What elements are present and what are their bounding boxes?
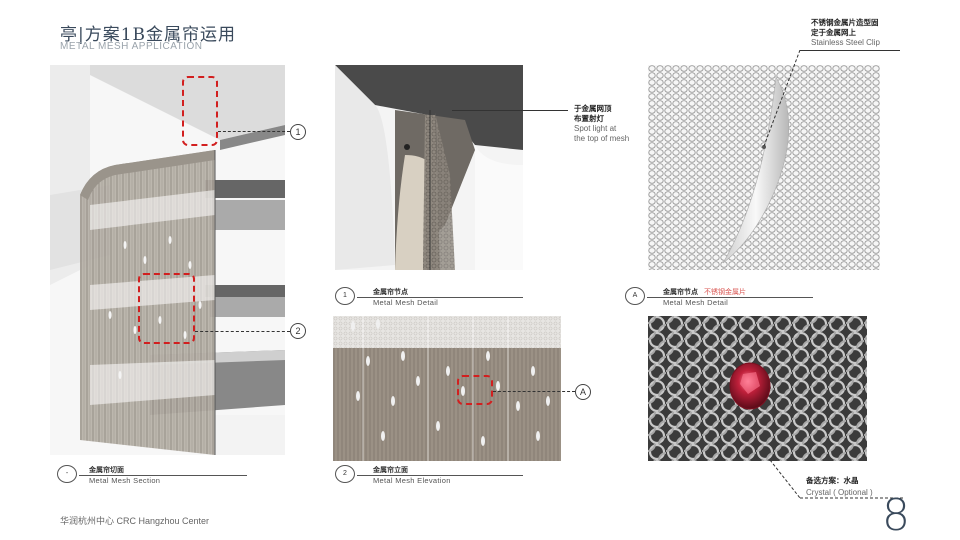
crystal-leader: [769, 460, 905, 499]
caption-zh: 金属帘立面: [373, 467, 408, 474]
caption-underline: [357, 297, 523, 298]
caption-underline: [647, 297, 813, 298]
caption-underline: [79, 475, 247, 476]
clip-leader-h: [800, 50, 900, 51]
caption-en: Metal Mesh Elevation: [373, 476, 451, 485]
clip-zh-1: 不锈钢金属片造型固: [811, 18, 879, 27]
page-number: 8: [882, 490, 910, 540]
caption-zh-note: 不锈钢金属片: [704, 289, 746, 296]
caption-number: 1: [335, 287, 355, 305]
steel-clip-detail-image: [648, 65, 880, 270]
caption-zh: 金属帘节点: [373, 289, 408, 296]
caption-number: 2: [335, 465, 355, 483]
caption-detail-1: 1 金属帘节点 Metal Mesh Detail: [335, 287, 525, 309]
caption-zh: 金属帘切面: [89, 467, 124, 474]
detail-a-leader: [493, 391, 575, 392]
detail-a-highlight: [457, 375, 493, 405]
marker-a: A: [575, 384, 591, 400]
detail-2-highlight: [138, 273, 195, 344]
clip-annotation: 不锈钢金属片造型固 定于金属网上 Stainless Steel Clip: [811, 18, 880, 48]
spotlight-zh-1: 于金属网顶: [574, 104, 612, 113]
detail-1-highlight: [182, 76, 218, 146]
mesh-elevation-image: [333, 316, 561, 461]
caption-number: -: [57, 465, 77, 483]
caption-detail-a: A 金属帘节点不锈钢金属片 Metal Mesh Detail: [625, 287, 815, 309]
page-title: 亭|方案1B金属帘运用: [60, 25, 237, 45]
marker-2: 2: [290, 323, 306, 339]
crystal-zh: 备选方案：水晶: [806, 476, 859, 485]
spotlight-annotation: 于金属网顶 布置射灯 Spot light at the top of mesh: [574, 104, 629, 144]
clip-en: Stainless Steel Clip: [811, 38, 880, 47]
footer-project-name: 华润杭州中心 CRC Hangzhou Center: [60, 516, 210, 526]
caption-zh: 金属帘节点不锈钢金属片: [663, 287, 746, 297]
caption-en: Metal Mesh Detail: [373, 298, 439, 307]
crystal-annotation: 备选方案：水晶 Crystal ( Optional ): [806, 476, 873, 498]
spotlight-zh-2: 布置射灯: [574, 114, 604, 123]
detail-1-leader: [218, 131, 290, 132]
caption-zh-text: 金属帘节点: [663, 289, 698, 296]
caption-section: - 金属帘切面 Metal Mesh Section: [57, 465, 247, 487]
section-perspective-image: [50, 65, 285, 455]
caption-elevation: 2 金属帘立面 Metal Mesh Elevation: [335, 465, 525, 487]
clip-zh-2: 定于金属网上: [811, 28, 856, 37]
spotlight-en-1: Spot light at: [574, 124, 617, 133]
mesh-detail-1-image: [335, 65, 523, 270]
clip-leader-diag: [763, 50, 801, 147]
caption-number: A: [625, 287, 645, 305]
caption-en: Metal Mesh Detail: [663, 298, 729, 307]
page-subtitle: METAL MESH APPLICATION: [60, 41, 203, 52]
caption-underline: [357, 475, 523, 476]
marker-1: 1: [290, 124, 306, 140]
caption-en: Metal Mesh Section: [89, 476, 161, 485]
crystal-photo: [648, 316, 867, 461]
spotlight-en-2: the top of mesh: [574, 134, 630, 143]
spotlight-leader: [452, 110, 568, 111]
detail-2-leader: [195, 331, 290, 332]
crystal-en: Crystal ( Optional ): [806, 488, 873, 497]
